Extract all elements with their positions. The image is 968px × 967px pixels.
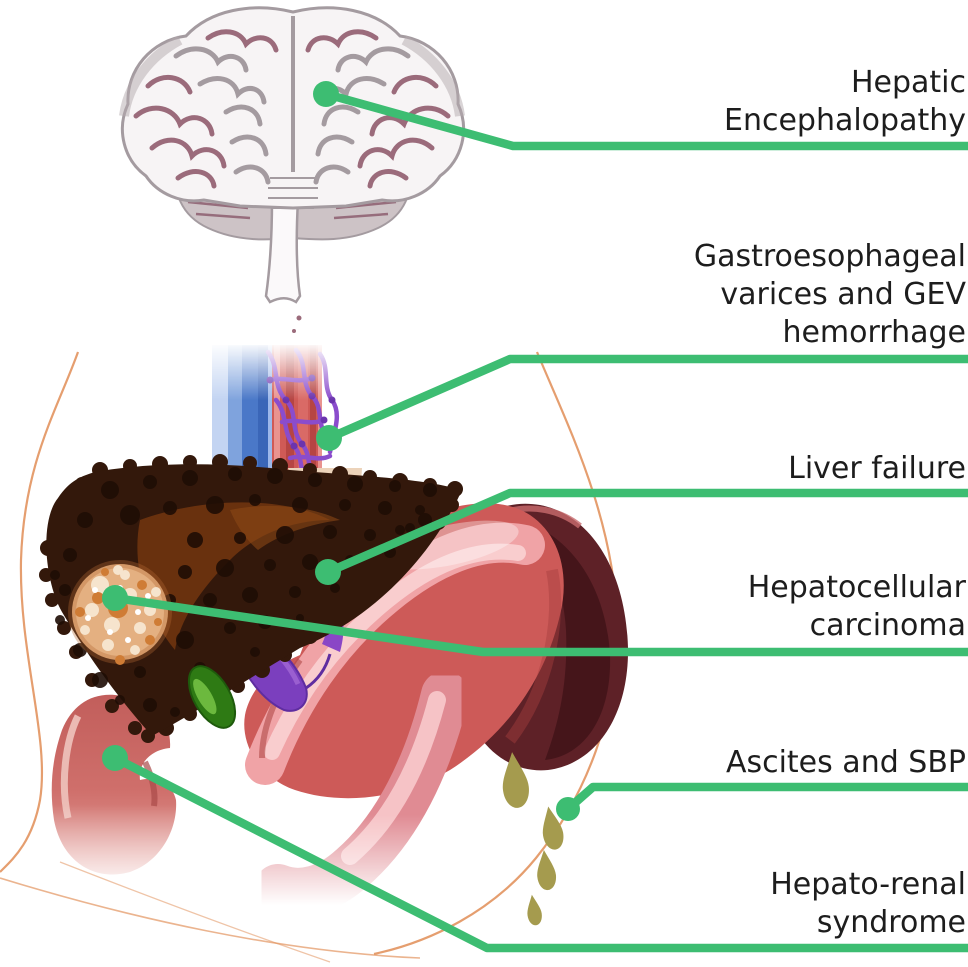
connector-hepatic-encephalopathy bbox=[324, 89, 968, 151]
intestine bbox=[254, 671, 469, 916]
ascites-droplets bbox=[502, 752, 564, 926]
brainstem bbox=[264, 198, 302, 304]
label-hepato-renal-syndrome: Hepato-renal syndrome bbox=[770, 867, 966, 940]
liver-dot bbox=[315, 559, 341, 585]
connector-hepatocellular-carcinoma bbox=[114, 593, 968, 657]
connector-liver-failure bbox=[326, 488, 968, 576]
label-ascites-sbp: Ascites and SBP bbox=[725, 745, 966, 780]
brain bbox=[119, 6, 466, 333]
label-gev-varices: Gastroesophageal varices and GEV hemorrh… bbox=[693, 239, 966, 350]
connector-ascites-sbp bbox=[565, 782, 968, 813]
label-hepatocellular-carcinoma: Hepatocellular carcinoma bbox=[747, 570, 966, 643]
connector-dots bbox=[102, 81, 580, 821]
label-hepatic-encephalopathy: Hepatic Encephalopathy bbox=[723, 65, 966, 138]
tumor-dot bbox=[102, 585, 128, 611]
kidney-dot bbox=[102, 745, 128, 771]
vermis-lines bbox=[268, 177, 318, 209]
label-liver-failure: Liver failure bbox=[788, 451, 966, 486]
gallbladder bbox=[187, 665, 237, 729]
ascites-dot bbox=[556, 797, 580, 821]
brain-gyri bbox=[133, 29, 451, 189]
connector-hepato-renal-syndrome bbox=[113, 754, 968, 953]
liver-tumor bbox=[68, 560, 172, 665]
connector-gev-varices bbox=[327, 354, 968, 442]
varices-dot bbox=[316, 425, 342, 451]
brain-dot bbox=[313, 81, 339, 107]
